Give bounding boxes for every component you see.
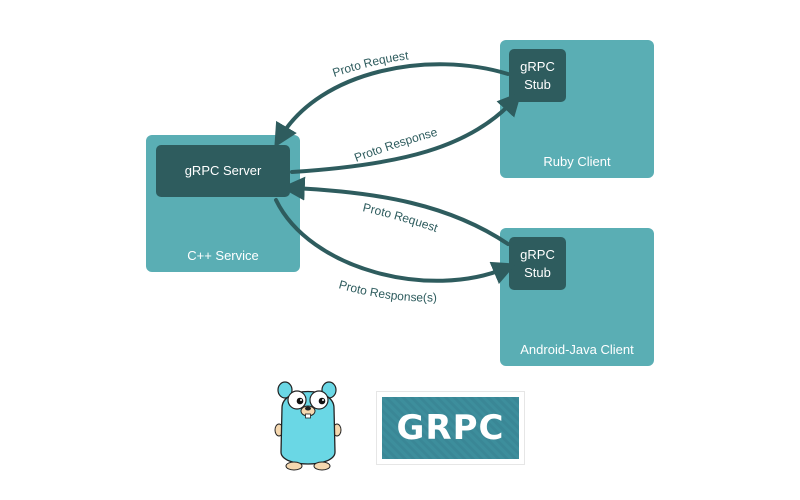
arrow-android-response <box>274 198 517 285</box>
arrow-ruby-request <box>274 62 510 148</box>
ruby-client-box: gRPC Stub Ruby Client <box>500 40 654 178</box>
arrow-android-request <box>280 176 510 246</box>
ruby-client-label: Ruby Client <box>543 154 611 169</box>
arrow-ruby-response <box>290 91 522 174</box>
ruby-stub-line2: Stub <box>524 76 551 92</box>
grpc-logo-text: GRPC <box>396 408 505 448</box>
grpc-server-box: gRPC Server <box>156 145 290 197</box>
android-client-label: Android-Java Client <box>520 342 634 357</box>
grpc-logo-background: GRPC <box>382 397 519 459</box>
cpp-service-label: C++ Service <box>187 248 259 263</box>
android-grpc-stub: gRPC Stub <box>509 237 566 290</box>
android-stub-line2: Stub <box>524 264 551 280</box>
grpc-server-label: gRPC Server <box>184 163 262 178</box>
grpc-logo: GRPC <box>376 391 525 465</box>
gopher-mascot-icon <box>274 381 342 471</box>
ruby-stub-line1: gRPC <box>520 58 555 74</box>
android-stub-line1: gRPC <box>520 246 555 262</box>
android-client-box: gRPC Stub Android-Java Client <box>500 228 654 366</box>
cpp-service-box: gRPC Server C++ Service <box>146 135 300 272</box>
